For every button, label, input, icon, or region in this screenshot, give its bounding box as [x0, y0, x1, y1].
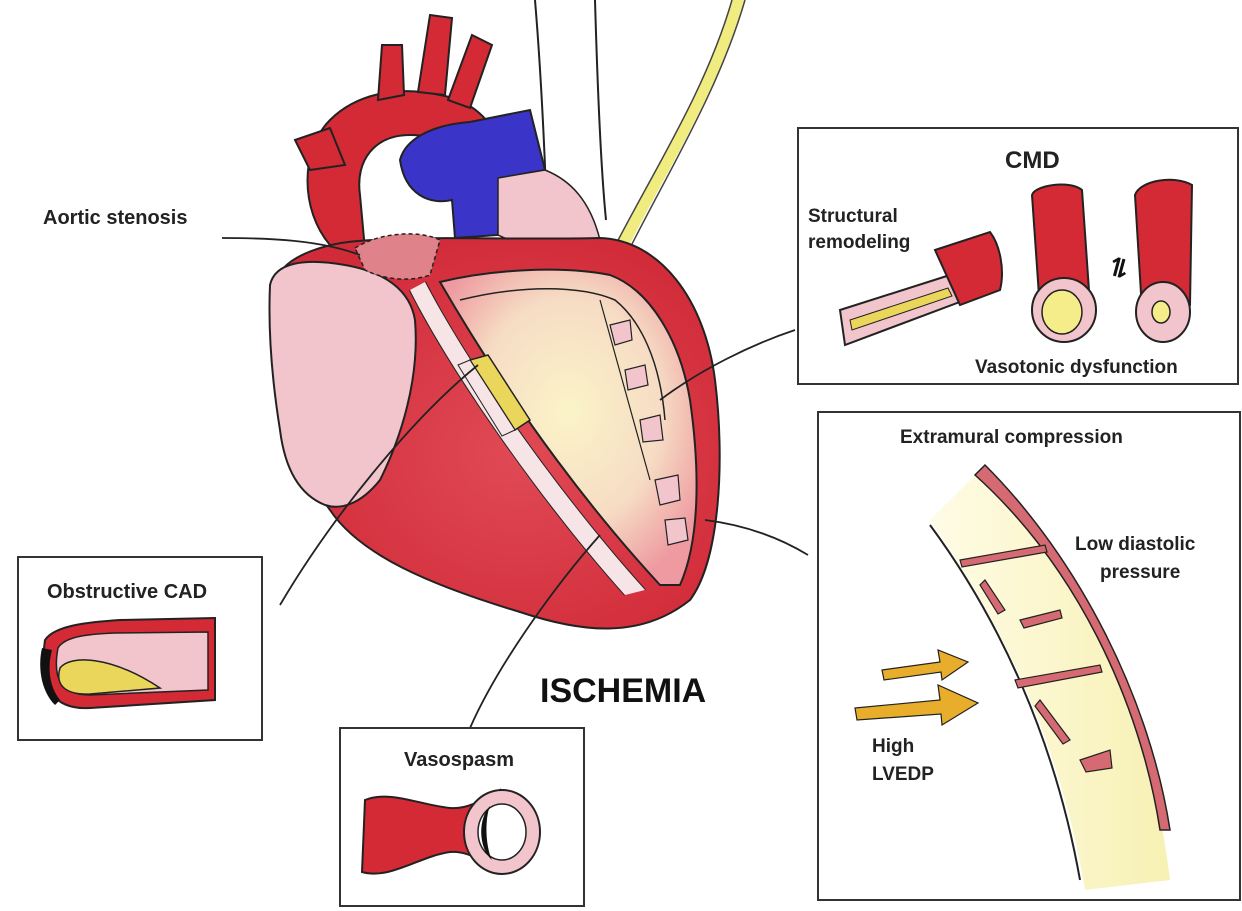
- top-line-mid: [595, 0, 606, 220]
- pressure-arrows: [855, 650, 978, 725]
- leader-extramural: [705, 520, 808, 555]
- high-lvedp-label-1: High: [872, 736, 914, 757]
- aortic-branch-3: [448, 35, 492, 108]
- aortic-stenosis-label: Aortic stenosis: [43, 207, 187, 229]
- dilated-vessel: [1032, 185, 1096, 342]
- arrow-right-icon: [882, 650, 968, 680]
- compressed-wall: [930, 465, 1170, 890]
- extramural-label: Extramural compression: [900, 427, 1123, 448]
- structural-label-1: Structural: [808, 206, 898, 227]
- structural-label-2: remodeling: [808, 232, 910, 253]
- arrow-right-icon-2: [855, 685, 978, 725]
- vasotonic-label: Vasotonic dysfunction: [975, 357, 1178, 378]
- ischemia-title: ISCHEMIA: [540, 672, 706, 710]
- obstructive-cad-label: Obstructive CAD: [47, 581, 207, 603]
- equilibrium-icon: ⇌: [1102, 253, 1137, 282]
- aortic-branch-1: [378, 45, 404, 100]
- aortic-branch-2: [418, 15, 452, 95]
- cmd-title: CMD: [1005, 147, 1060, 174]
- heart: [269, 0, 745, 629]
- low-diastolic-label-2: pressure: [1100, 562, 1180, 583]
- obstructive-vessel: [40, 618, 215, 708]
- low-diastolic-label-1: Low diastolic: [1075, 534, 1196, 555]
- high-lvedp-label-2: LVEDP: [872, 764, 934, 785]
- vasospasm-vessel: [362, 790, 540, 874]
- constricted-vessel: [1135, 180, 1192, 342]
- vasospasm-label: Vasospasm: [404, 749, 514, 771]
- pale-vessel: [498, 170, 600, 245]
- nerve-outline-a: [614, 0, 732, 248]
